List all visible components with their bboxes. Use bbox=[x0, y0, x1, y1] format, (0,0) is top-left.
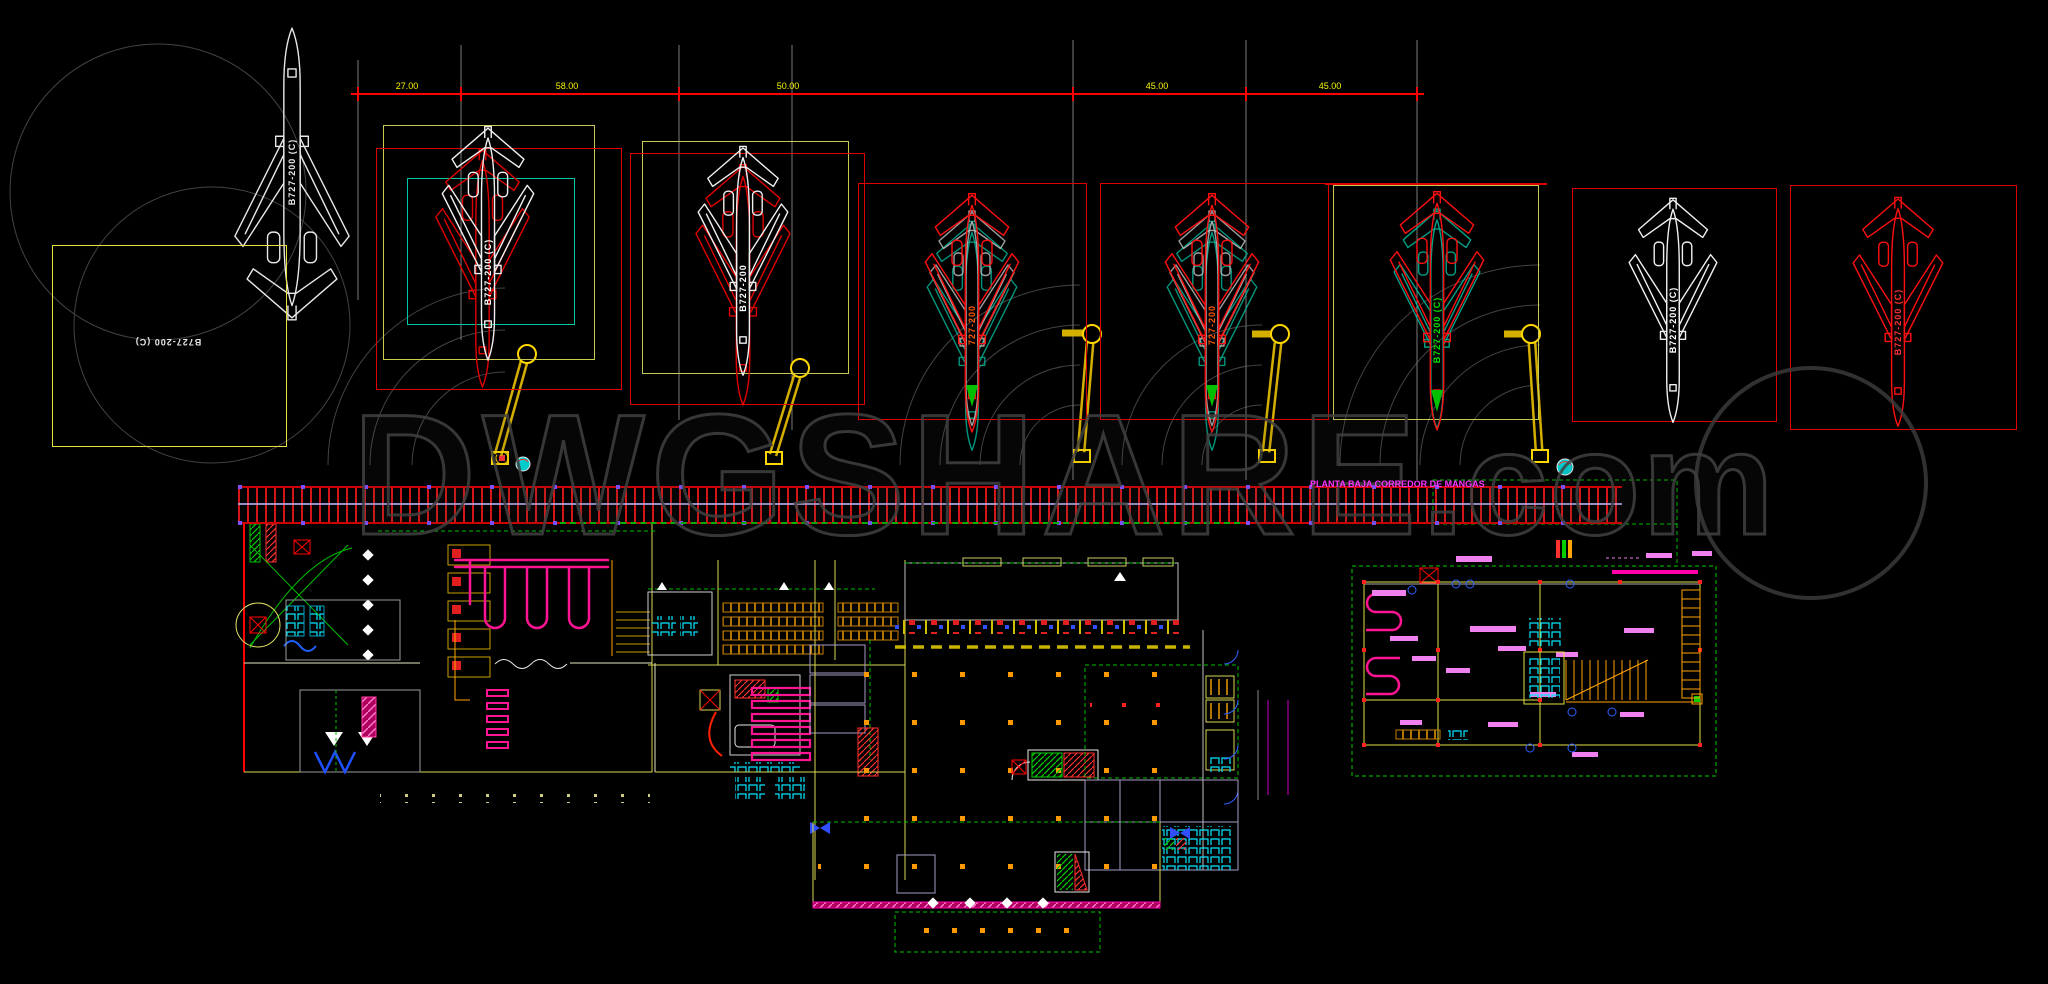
aircraft-label: B727-200 (C) bbox=[1668, 286, 1678, 354]
stair-block bbox=[1054, 851, 1090, 893]
aircraft-label: B727-200 (C) bbox=[1432, 296, 1442, 364]
remote-stand-7: B727-200 (C) bbox=[1785, 177, 2017, 435]
gate-stand-2: B727-200 bbox=[625, 130, 870, 420]
gate-stand-1: B727-200 (C) bbox=[370, 112, 626, 412]
pier-label: PLANTA BAJA CORREDOR DE MANGAS bbox=[1310, 479, 1485, 489]
dimension-value: 50.00 bbox=[776, 81, 800, 91]
dimension-value: 27.00 bbox=[395, 81, 419, 91]
plan-right-section bbox=[810, 557, 1239, 901]
aircraft-label: B727-200 (C) bbox=[134, 337, 202, 347]
jet-bridge bbox=[1062, 324, 1102, 463]
gate-stand-3: 727-200 bbox=[850, 175, 1095, 465]
envelope-red bbox=[1572, 188, 1777, 422]
door-swing-symbols bbox=[1407, 579, 1617, 753]
envelope-red bbox=[858, 183, 1087, 420]
pier-centerline bbox=[238, 503, 1622, 505]
jet-bridge bbox=[1504, 324, 1549, 463]
gate-lounge-seating bbox=[895, 620, 1180, 634]
stair-ladder bbox=[1681, 589, 1701, 699]
aircraft-label: B727-200 (C) bbox=[1893, 288, 1903, 356]
plan-left-section bbox=[235, 523, 655, 803]
queue-serpentines bbox=[1365, 592, 1403, 696]
gate-stand-5: B727-200 (C) bbox=[1325, 175, 1547, 465]
plan-bottom-hall bbox=[812, 690, 1289, 953]
directional-diamonds bbox=[362, 549, 374, 661]
parking-envelope-yellow bbox=[52, 245, 287, 447]
jet-bridge bbox=[1252, 324, 1290, 463]
gate-stand-4: 727-200 bbox=[1092, 175, 1337, 465]
envelope-red bbox=[630, 153, 865, 405]
aircraft-label: B727-200 bbox=[738, 264, 748, 312]
flow-bowties bbox=[810, 822, 1190, 839]
apron-zone bbox=[894, 911, 1101, 953]
envelope-red bbox=[1790, 185, 2017, 430]
pier-column-dots bbox=[238, 485, 1622, 489]
door-diamonds bbox=[927, 897, 1049, 909]
dutyfree-shelves bbox=[722, 602, 899, 655]
ramp-comb bbox=[1565, 659, 1703, 705]
plan-middle-section bbox=[647, 560, 906, 880]
label-slots bbox=[962, 557, 1174, 567]
pink-seat-bars-small bbox=[486, 689, 509, 749]
escalator-block bbox=[1011, 749, 1099, 781]
bottom-curtain-wall bbox=[812, 901, 1161, 909]
envelope-yellow bbox=[1333, 185, 1539, 420]
plan-detached-section bbox=[1351, 540, 1717, 777]
jet-bridges bbox=[491, 324, 1549, 465]
pink-seat-bars-large bbox=[750, 686, 812, 762]
stairs-comb bbox=[611, 560, 650, 656]
envelope-yellow bbox=[642, 141, 849, 374]
aircraft-label: 727-200 bbox=[967, 304, 977, 346]
dimension-value: 45.00 bbox=[1318, 81, 1342, 91]
jet-bridge bbox=[491, 344, 537, 465]
vent-fan-icons bbox=[657, 582, 834, 590]
queue-barriers bbox=[453, 558, 610, 630]
apron-edge-dashed bbox=[560, 522, 1240, 524]
door-arcs bbox=[1223, 649, 1239, 805]
dimension-value: 45.00 bbox=[1145, 81, 1169, 91]
remote-stand-6: B727-200 (C) bbox=[1565, 180, 1780, 430]
turning-radius-arcs bbox=[9, 43, 1541, 466]
aircraft-label: 727-200 bbox=[1207, 304, 1217, 346]
envelope-red bbox=[376, 148, 622, 390]
aircraft-label: B727-200 (C) bbox=[287, 138, 297, 206]
jet-bridge bbox=[765, 358, 810, 465]
aircraft-label: B727-200 (C) bbox=[483, 238, 493, 306]
dimension-value: 58.00 bbox=[555, 81, 579, 91]
jetbridge-pier-corridor bbox=[238, 485, 1622, 525]
stair-fixtures bbox=[285, 605, 325, 637]
